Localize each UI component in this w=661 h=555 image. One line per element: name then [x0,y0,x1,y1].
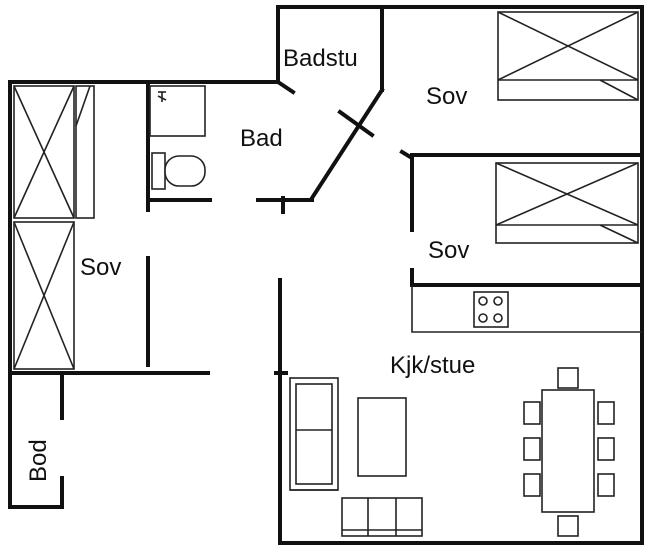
room-label-bad: Bad [240,125,283,152]
room-label-kjokken-stue: Kjk/stue [390,352,475,379]
stove-icon [478,296,503,323]
room-label-badstu: Badstu [283,45,358,72]
interior-walls [8,5,644,509]
wardrobes-left [13,85,95,370]
sofa-corner [289,377,339,491]
dining-table [523,367,615,537]
room-label-bod: Bod [25,439,52,482]
bed-mid [495,162,639,244]
bed-top [497,11,639,101]
outer-walls [8,5,644,545]
sofa-bottom [341,497,423,537]
bathroom-fixtures [149,85,206,190]
room-label-sov-mid: Sov [428,237,469,264]
kitchen-counter [411,285,642,333]
shower-icon [157,91,167,102]
toilet-icon [151,152,206,190]
coffee-table [357,397,407,477]
room-label-sov-top: Sov [426,83,467,110]
room-label-sov-left: Sov [80,254,121,281]
